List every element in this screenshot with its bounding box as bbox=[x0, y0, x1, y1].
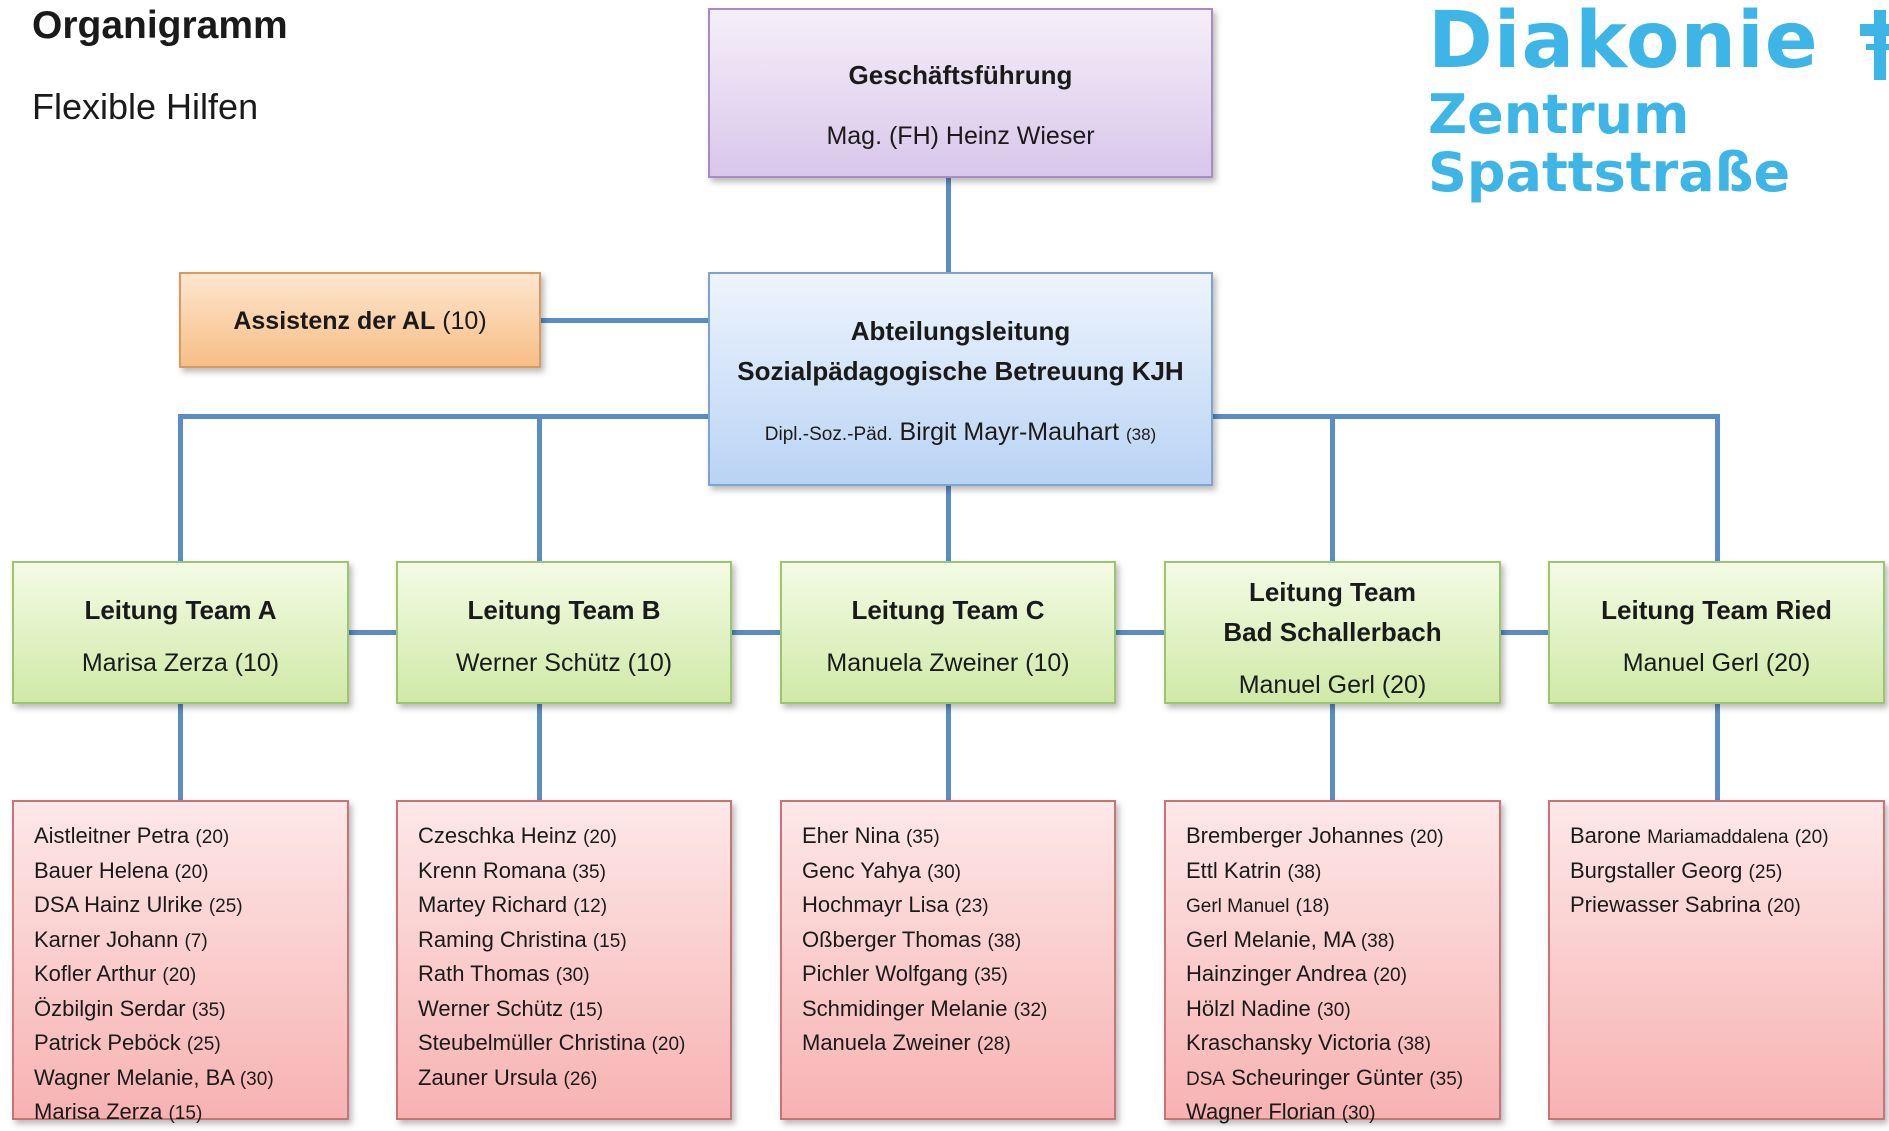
assistenz-box: Assistenz der AL (10) bbox=[179, 272, 541, 368]
list-item: Rath Thomas (30) bbox=[418, 961, 590, 986]
connector-team-ried-top bbox=[1715, 414, 1720, 562]
team-ried-box: Leitung Team Ried Manuel Gerl (20) bbox=[1548, 561, 1885, 704]
list-item: Oßberger Thomas (38) bbox=[802, 926, 1022, 952]
assistenz-label: Assistenz der AL (10) bbox=[181, 307, 539, 336]
list-item: Hainzinger Andrea (20) bbox=[1186, 961, 1407, 986]
abteilungsleitung-name: Birgit Mayr-Mauhart bbox=[899, 418, 1120, 446]
team-b-leader: Werner Schütz (10) bbox=[455, 649, 673, 677]
list-item: Özbilgin Serdar (35) bbox=[34, 995, 226, 1021]
team-a-box: Leitung Team A Marisa Zerza (10) bbox=[12, 561, 349, 704]
list-item: Aistleitner Petra (20) bbox=[34, 823, 230, 848]
team-c-box: Leitung Team C Manuela Zweiner (10) bbox=[780, 561, 1116, 704]
list-item: Kofler Arthur (20) bbox=[34, 961, 197, 986]
team-ried-members: Barone Mariamaddalena (20) Burgstaller G… bbox=[1570, 820, 1829, 924]
list-item: Gerl Melanie, MA (38) bbox=[1186, 926, 1395, 952]
logo-line-2: Zentrum bbox=[1428, 83, 1690, 146]
abteilungsleitung-hours: (38) bbox=[1125, 425, 1157, 444]
list-item: Gerl Manuel (18) bbox=[1186, 896, 1330, 917]
geschaeftsfuehrung-title: Geschäftsführung bbox=[848, 60, 1073, 90]
list-item: Karner Johann (7) bbox=[34, 926, 208, 952]
team-b-box: Leitung Team B Werner Schütz (10) bbox=[396, 561, 732, 704]
team-a-leader: Marisa Zerza (10) bbox=[81, 649, 280, 677]
list-item: Genc Yahya (30) bbox=[802, 857, 961, 883]
list-item: Kraschansky Victoria (38) bbox=[1186, 1030, 1431, 1055]
team-ried-title: Leitung Team Ried bbox=[1601, 595, 1832, 625]
connector-team-a-top bbox=[178, 414, 183, 562]
list-item: Priewasser Sabrina (20) bbox=[1570, 892, 1801, 917]
abteilungsleitung-prefix: Dipl.-Soz.-Päd. bbox=[764, 424, 893, 445]
list-item: Steubelmüller Christina (20) bbox=[418, 1030, 686, 1055]
team-b-members-box: Czeschka Heinz (20) Krenn Romana (35) Ma… bbox=[396, 800, 732, 1120]
team-bs-members: Bremberger Johannes (20) Ettl Katrin (38… bbox=[1186, 820, 1463, 1131]
page-title: Organigramm bbox=[32, 4, 288, 47]
team-bs-title-1: Leitung Team bbox=[1248, 577, 1417, 607]
team-c-leader: Manuela Zweiner (10) bbox=[826, 649, 1070, 677]
team-c-members: Eher Nina (35) Genc Yahya (30) Hochmayr … bbox=[802, 820, 1047, 1062]
list-item: Hölzl Nadine (30) bbox=[1186, 995, 1351, 1021]
team-a-members: Aistleitner Petra (20) Bauer Helena (20)… bbox=[34, 820, 274, 1131]
list-item: Pichler Wolfgang (35) bbox=[802, 961, 1008, 986]
abteilungsleitung-box: Abteilungsleitung Sozialpädagogische Bet… bbox=[708, 272, 1213, 486]
assistenz-hours: (10) bbox=[442, 307, 487, 335]
team-c-members-box: Eher Nina (35) Genc Yahya (30) Hochmayr … bbox=[780, 800, 1116, 1120]
team-b-title: Leitung Team B bbox=[467, 595, 661, 625]
list-item: DSA Scheuringer Günter (35) bbox=[1186, 1064, 1464, 1090]
connector-team-bs-top bbox=[1330, 414, 1335, 562]
team-c-title: Leitung Team C bbox=[851, 595, 1045, 625]
list-item: Wagner Florian (30) bbox=[1186, 1099, 1376, 1124]
connector-team-b-bottom bbox=[537, 704, 542, 800]
list-item: Bremberger Johannes (20) bbox=[1186, 823, 1444, 848]
connector-team-bs-bottom bbox=[1330, 704, 1335, 800]
list-item: Burgstaller Georg (25) bbox=[1570, 857, 1783, 883]
connector-team-a-bottom bbox=[178, 704, 183, 800]
list-item: Ettl Katrin (38) bbox=[1186, 857, 1322, 883]
page-subtitle: Flexible Hilfen bbox=[32, 86, 259, 127]
list-item: Krenn Romana (35) bbox=[418, 857, 606, 883]
connector-team-c-bottom bbox=[946, 704, 951, 800]
team-a-title: Leitung Team A bbox=[84, 595, 277, 625]
team-b-members: Czeschka Heinz (20) Krenn Romana (35) Ma… bbox=[418, 820, 685, 1096]
logo-line-3: Spattstraße bbox=[1428, 141, 1791, 204]
list-item: Schmidinger Melanie (32) bbox=[802, 995, 1048, 1021]
assistenz-title: Assistenz der AL bbox=[233, 307, 436, 335]
list-item: Wagner Melanie, BA (30) bbox=[34, 1064, 274, 1090]
list-item: Martey Richard (12) bbox=[418, 892, 608, 917]
list-item: Werner Schütz (15) bbox=[418, 995, 604, 1021]
list-item: Patrick Peböck (25) bbox=[34, 1030, 221, 1055]
team-bs-members-box: Bremberger Johannes (20) Ettl Katrin (38… bbox=[1164, 800, 1501, 1124]
connector-team-c-top bbox=[946, 486, 951, 562]
team-a-members-box: Aistleitner Petra (20) Bauer Helena (20)… bbox=[12, 800, 349, 1124]
list-item: Barone Mariamaddalena (20) bbox=[1570, 823, 1829, 848]
list-item: Bauer Helena (20) bbox=[34, 857, 209, 883]
team-bs-title-2: Bad Schallerbach bbox=[1223, 617, 1442, 647]
list-item: Eher Nina (35) bbox=[802, 823, 940, 848]
abteilungsleitung-title-1: Abteilungsleitung bbox=[850, 316, 1071, 346]
team-bs-box: Leitung Team Bad Schallerbach Manuel Ger… bbox=[1164, 561, 1501, 704]
connector-team-b-top bbox=[537, 414, 542, 562]
list-item: Raming Christina (15) bbox=[418, 926, 627, 952]
abteilungsleitung-title-2: Sozialpädagogische Betreuung KJH bbox=[737, 356, 1184, 386]
list-item: Marisa Zerza (15) bbox=[34, 1099, 203, 1124]
team-ried-members-box: Barone Mariamaddalena (20) Burgstaller G… bbox=[1548, 800, 1885, 1120]
list-item: Czeschka Heinz (20) bbox=[418, 823, 617, 848]
list-item: Zauner Ursula (26) bbox=[418, 1064, 598, 1090]
team-ried-leader: Manuel Gerl (20) bbox=[1622, 649, 1811, 677]
team-bs-leader: Manuel Gerl (20) bbox=[1238, 671, 1427, 699]
geschaeftsfuehrung-box: Geschäftsführung Mag. (FH) Heinz Wieser bbox=[708, 8, 1213, 178]
abteilungsleitung-name-line: Dipl.-Soz.-Päd. Birgit Mayr-Mauhart (38) bbox=[710, 418, 1211, 447]
list-item: Hochmayr Lisa (23) bbox=[802, 892, 989, 917]
connector-team-ried-bottom bbox=[1715, 704, 1720, 800]
geschaeftsfuehrung-name: Mag. (FH) Heinz Wieser bbox=[826, 122, 1095, 150]
list-item: DSA Hainz Ulrike (25) bbox=[34, 892, 243, 917]
connector-gf-al bbox=[946, 178, 951, 274]
logo-line-1: Diakonie bbox=[1428, 0, 1819, 86]
diakonie-cross-icon bbox=[1860, 10, 1889, 80]
list-item: Manuela Zweiner (28) bbox=[802, 1030, 1011, 1055]
connector-assistenz bbox=[540, 318, 708, 323]
